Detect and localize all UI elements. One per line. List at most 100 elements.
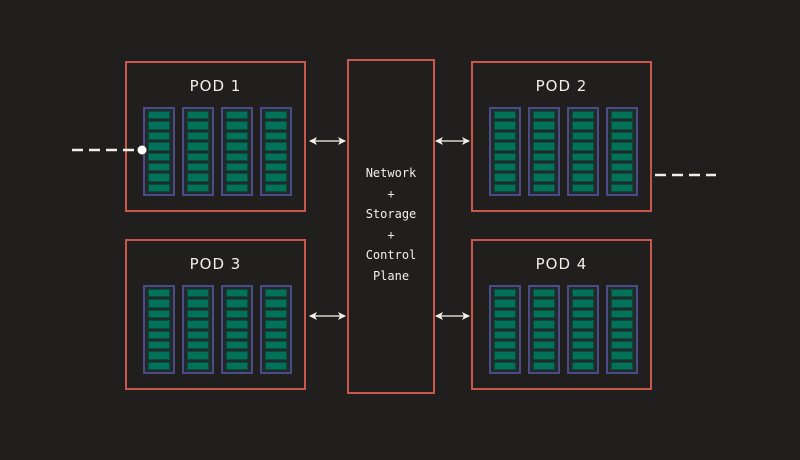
server-slot: [533, 173, 555, 182]
server-slot: [611, 152, 633, 161]
server-slot: [265, 142, 287, 151]
server-slot: [187, 142, 209, 151]
pod-3: POD 3: [125, 239, 306, 390]
server-slot: [226, 121, 248, 130]
server-slot: [148, 351, 170, 360]
server-slot: [572, 351, 594, 360]
server-slot: [265, 173, 287, 182]
server-slot: [148, 289, 170, 298]
server-slot: [533, 289, 555, 298]
server-rack: [606, 285, 638, 374]
server-slot: [265, 299, 287, 308]
server-slot: [572, 111, 594, 120]
server-slot: [187, 330, 209, 339]
server-slot: [148, 173, 170, 182]
server-slot: [226, 162, 248, 172]
server-slot: [226, 309, 248, 319]
server-rack: [182, 107, 214, 196]
server-rack: [606, 107, 638, 196]
server-slot: [187, 121, 209, 130]
server-slot: [494, 340, 516, 350]
server-slot: [226, 183, 248, 192]
server-slot: [187, 289, 209, 298]
server-slot: [494, 351, 516, 360]
server-slot: [187, 351, 209, 360]
server-slot: [533, 351, 555, 360]
server-slot: [187, 173, 209, 182]
server-slot: [533, 121, 555, 130]
server-slot: [572, 183, 594, 192]
server-slot: [148, 340, 170, 350]
connection-dot: [137, 145, 147, 155]
server-slot: [265, 183, 287, 192]
server-rack: [182, 285, 214, 374]
server-slot: [572, 289, 594, 298]
server-rack: [221, 107, 253, 196]
server-rack: [221, 285, 253, 374]
server-slot: [148, 320, 170, 329]
server-slot: [265, 121, 287, 130]
server-slot: [265, 330, 287, 339]
server-slot: [572, 142, 594, 151]
server-rack: [489, 107, 521, 196]
server-slot: [572, 330, 594, 339]
pod-title: POD 4: [535, 255, 588, 273]
server-slot: [572, 320, 594, 329]
pod-title: POD 3: [189, 255, 242, 273]
server-slot: [533, 361, 555, 370]
server-slot: [148, 162, 170, 172]
server-slot: [494, 152, 516, 161]
server-slot: [226, 111, 248, 120]
server-slot: [533, 309, 555, 319]
server-slot: [572, 131, 594, 141]
server-slot: [265, 340, 287, 350]
pod-title: POD 1: [189, 77, 242, 95]
server-slot: [611, 330, 633, 339]
server-slot: [148, 121, 170, 130]
server-slot: [265, 131, 287, 141]
network-storage-control-plane: Network + Storage + Control Plane: [347, 59, 435, 394]
server-slot: [533, 320, 555, 329]
server-rack: [567, 285, 599, 374]
server-rack: [567, 107, 599, 196]
pod-2: POD 2: [471, 61, 652, 212]
server-slot: [187, 320, 209, 329]
server-slot: [572, 340, 594, 350]
server-slot: [187, 183, 209, 192]
server-slot: [494, 320, 516, 329]
server-slot: [265, 320, 287, 329]
server-slot: [187, 131, 209, 141]
center-line: Network: [365, 166, 417, 180]
pod-4: POD 4: [471, 239, 652, 390]
server-slot: [611, 142, 633, 151]
server-slot: [533, 162, 555, 172]
server-slot: [226, 152, 248, 161]
server-slot: [533, 111, 555, 120]
server-slot: [226, 340, 248, 350]
server-slot: [494, 361, 516, 370]
server-slot: [226, 361, 248, 370]
server-slot: [187, 162, 209, 172]
server-slot: [226, 142, 248, 151]
center-label: Network + Storage + Control Plane: [349, 163, 433, 286]
server-slot: [265, 351, 287, 360]
center-line: +: [387, 227, 395, 242]
server-slot: [187, 111, 209, 120]
server-slot: [572, 309, 594, 319]
center-line: Storage: [365, 207, 417, 221]
server-slot: [265, 289, 287, 298]
server-slot: [187, 152, 209, 161]
server-slot: [611, 309, 633, 319]
server-slot: [494, 183, 516, 192]
server-slot: [226, 299, 248, 308]
server-slot: [265, 152, 287, 161]
server-slot: [265, 162, 287, 172]
server-slot: [494, 142, 516, 151]
server-slot: [265, 111, 287, 120]
server-slot: [611, 173, 633, 182]
server-rack: [528, 285, 560, 374]
server-slot: [187, 340, 209, 350]
server-slot: [611, 289, 633, 298]
server-slot: [148, 330, 170, 339]
